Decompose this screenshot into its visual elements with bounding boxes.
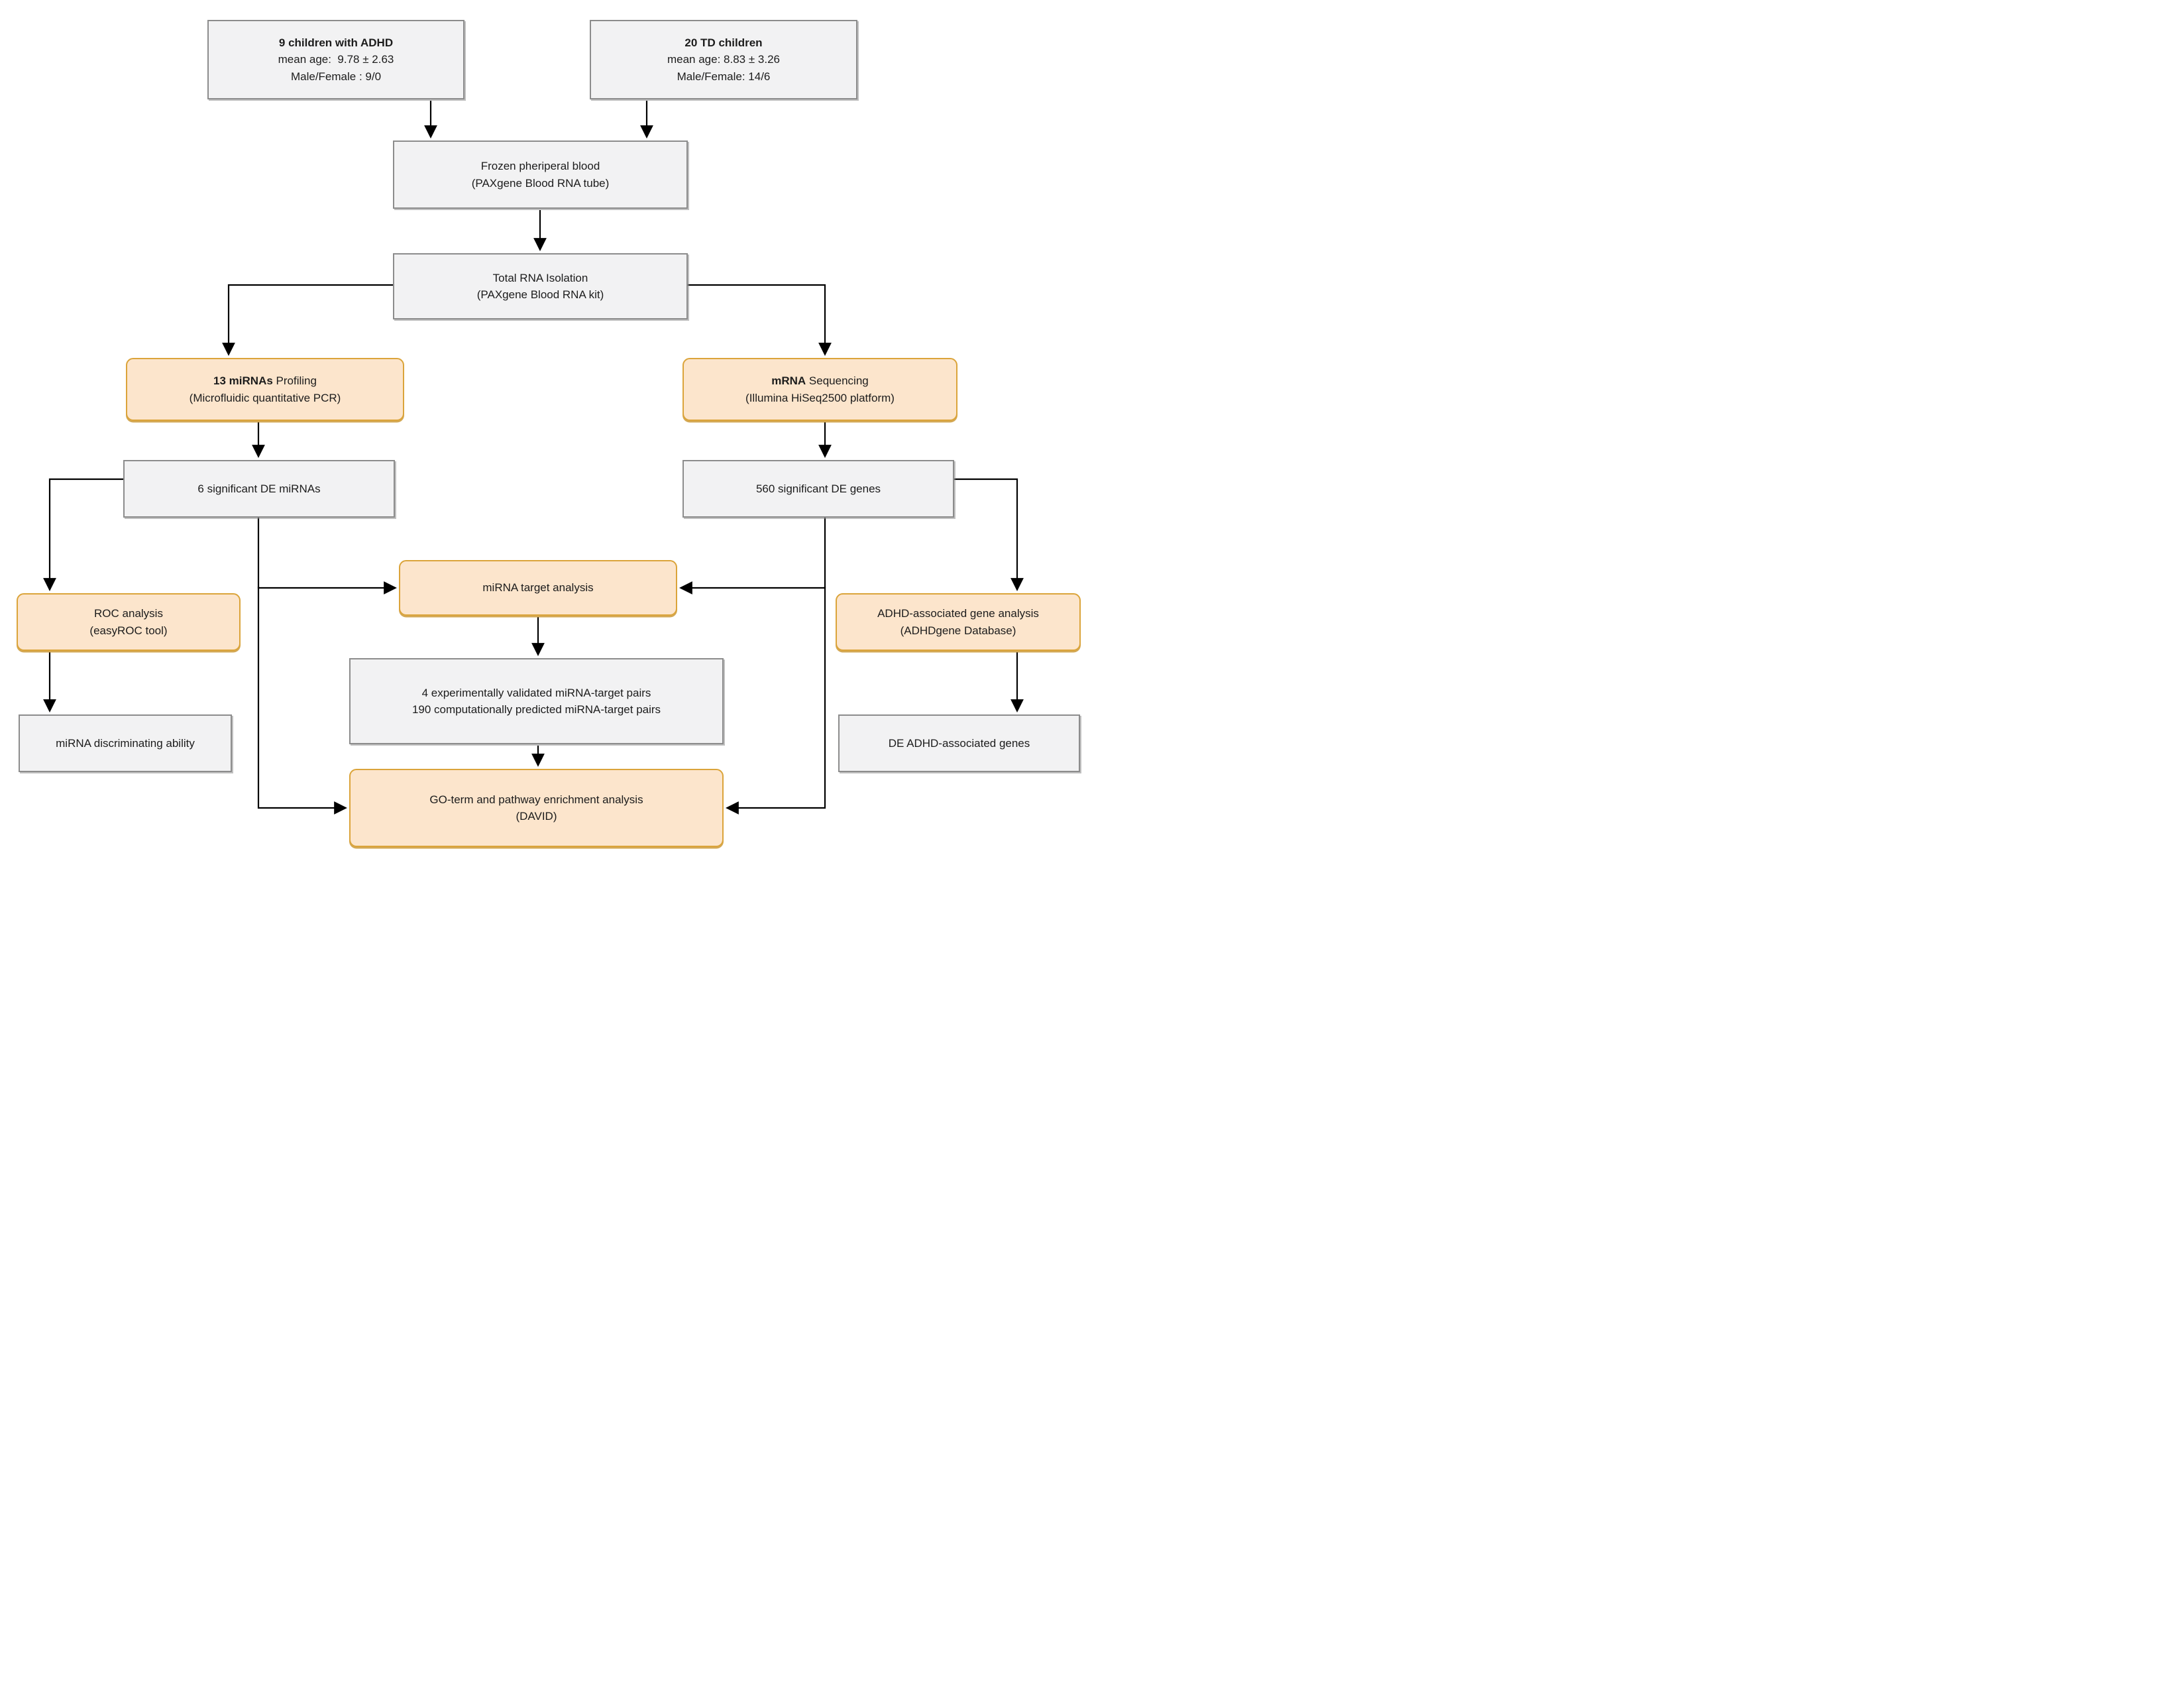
mirna-target-label: miRNA target analysis [482, 581, 594, 595]
mirna-profiling-line1: 13 miRNAs Profiling [213, 372, 317, 390]
mrna-sequencing-line2: (Illumina HiSeq2500 platform) [745, 391, 895, 404]
mirna-profiling-line2: (Microfluidic quantitative PCR) [189, 391, 341, 404]
flowchart-canvas: 9 children with ADHD mean age: 9.78 ± 2.… [0, 0, 1092, 851]
adhd-group-title: 9 children with ADHD [278, 36, 394, 49]
de-genes-label: 560 significant DE genes [755, 482, 881, 495]
node-mirna-profiling: 13 miRNAs Profiling (Microfluidic quanti… [126, 358, 404, 421]
edge-total-rna-to-mirna-profiling [222, 284, 393, 356]
node-roc-analysis: ROC analysis (easyROC tool) [17, 593, 241, 651]
mirna-profiling-bold: 13 miRNAs [213, 374, 273, 387]
edge-de-genes-to-adhd-gene-analysis [954, 478, 1024, 591]
mrna-sequencing-line1: mRNA Sequencing [771, 372, 868, 390]
mirna-profiling-rest: Profiling [272, 374, 317, 387]
td-group-male-female: Male/Female: 14/6 [677, 70, 771, 83]
frozen-blood-line2: (PAXgene Blood RNA tube) [471, 176, 610, 190]
node-de-genes: 560 significant DE genes [682, 460, 954, 518]
total-rna-line1: Total RNA Isolation [492, 271, 588, 284]
de-mirnas-label: 6 significant DE miRNAs [197, 482, 321, 495]
node-de-adhd-genes: DE ADHD-associated genes [838, 714, 1080, 772]
edge-de-mirnas-to-mirna-target [257, 518, 397, 595]
adhd-gene-analysis-line2: (ADHDgene Database) [900, 624, 1016, 637]
node-frozen-blood: Frozen pheriperal blood (PAXgene Blood R… [393, 141, 688, 209]
node-adhd-gene-analysis: ADHD-associated gene analysis (ADHDgene … [836, 593, 1081, 651]
td-group-mean-age: mean age: 8.83 ± 3.26 [667, 53, 780, 66]
edge-de-genes-to-mirna-target [679, 518, 826, 595]
de-adhd-genes-label: DE ADHD-associated genes [888, 736, 1030, 750]
node-mrna-sequencing: mRNA Sequencing (Illumina HiSeq2500 plat… [682, 358, 957, 421]
total-rna-line2: (PAXgene Blood RNA kit) [476, 288, 604, 301]
edge-de-mirnas-to-go-term [257, 587, 347, 815]
frozen-blood-line1: Frozen pheriperal blood [480, 160, 600, 172]
roc-line2: (easyROC tool) [89, 624, 168, 637]
edge-de-genes-to-go-term [726, 587, 826, 815]
node-mirna-target-analysis: miRNA target analysis [399, 560, 677, 616]
go-term-line1: GO-term and pathway enrichment analysis [429, 793, 643, 806]
target-pairs-line2: 190 computationally predicted miRNA-targ… [411, 703, 661, 716]
node-target-pairs: 4 experimentally validated miRNA-target … [349, 658, 724, 744]
node-go-term-analysis: GO-term and pathway enrichment analysis … [349, 769, 724, 847]
edge-de-mirnas-to-roc [43, 478, 123, 591]
node-mirna-discriminating: miRNA discriminating ability [19, 714, 232, 772]
mrna-sequencing-rest: Sequencing [806, 374, 869, 387]
connector-layer [43, 101, 1024, 815]
go-term-line2: (DAVID) [516, 810, 557, 823]
node-adhd-group: 9 children with ADHD mean age: 9.78 ± 2.… [207, 20, 464, 99]
mrna-sequencing-bold: mRNA [771, 374, 806, 387]
edge-total-rna-to-mrna-sequencing [688, 284, 832, 356]
node-de-mirnas: 6 significant DE miRNAs [123, 460, 395, 518]
adhd-group-mean-age: mean age: 9.78 ± 2.63 [278, 53, 394, 66]
td-group-title: 20 TD children [684, 36, 763, 49]
target-pairs-line1: 4 experimentally validated miRNA-target … [421, 686, 651, 699]
node-td-group: 20 TD children mean age: 8.83 ± 3.26 Mal… [590, 20, 857, 99]
node-total-rna: Total RNA Isolation (PAXgene Blood RNA k… [393, 253, 688, 319]
adhd-group-male-female: Male/Female : 9/0 [290, 70, 382, 83]
adhd-gene-analysis-line1: ADHD-associated gene analysis [877, 607, 1039, 620]
roc-line1: ROC analysis [94, 607, 163, 620]
mirna-discriminating-label: miRNA discriminating ability [56, 736, 195, 750]
